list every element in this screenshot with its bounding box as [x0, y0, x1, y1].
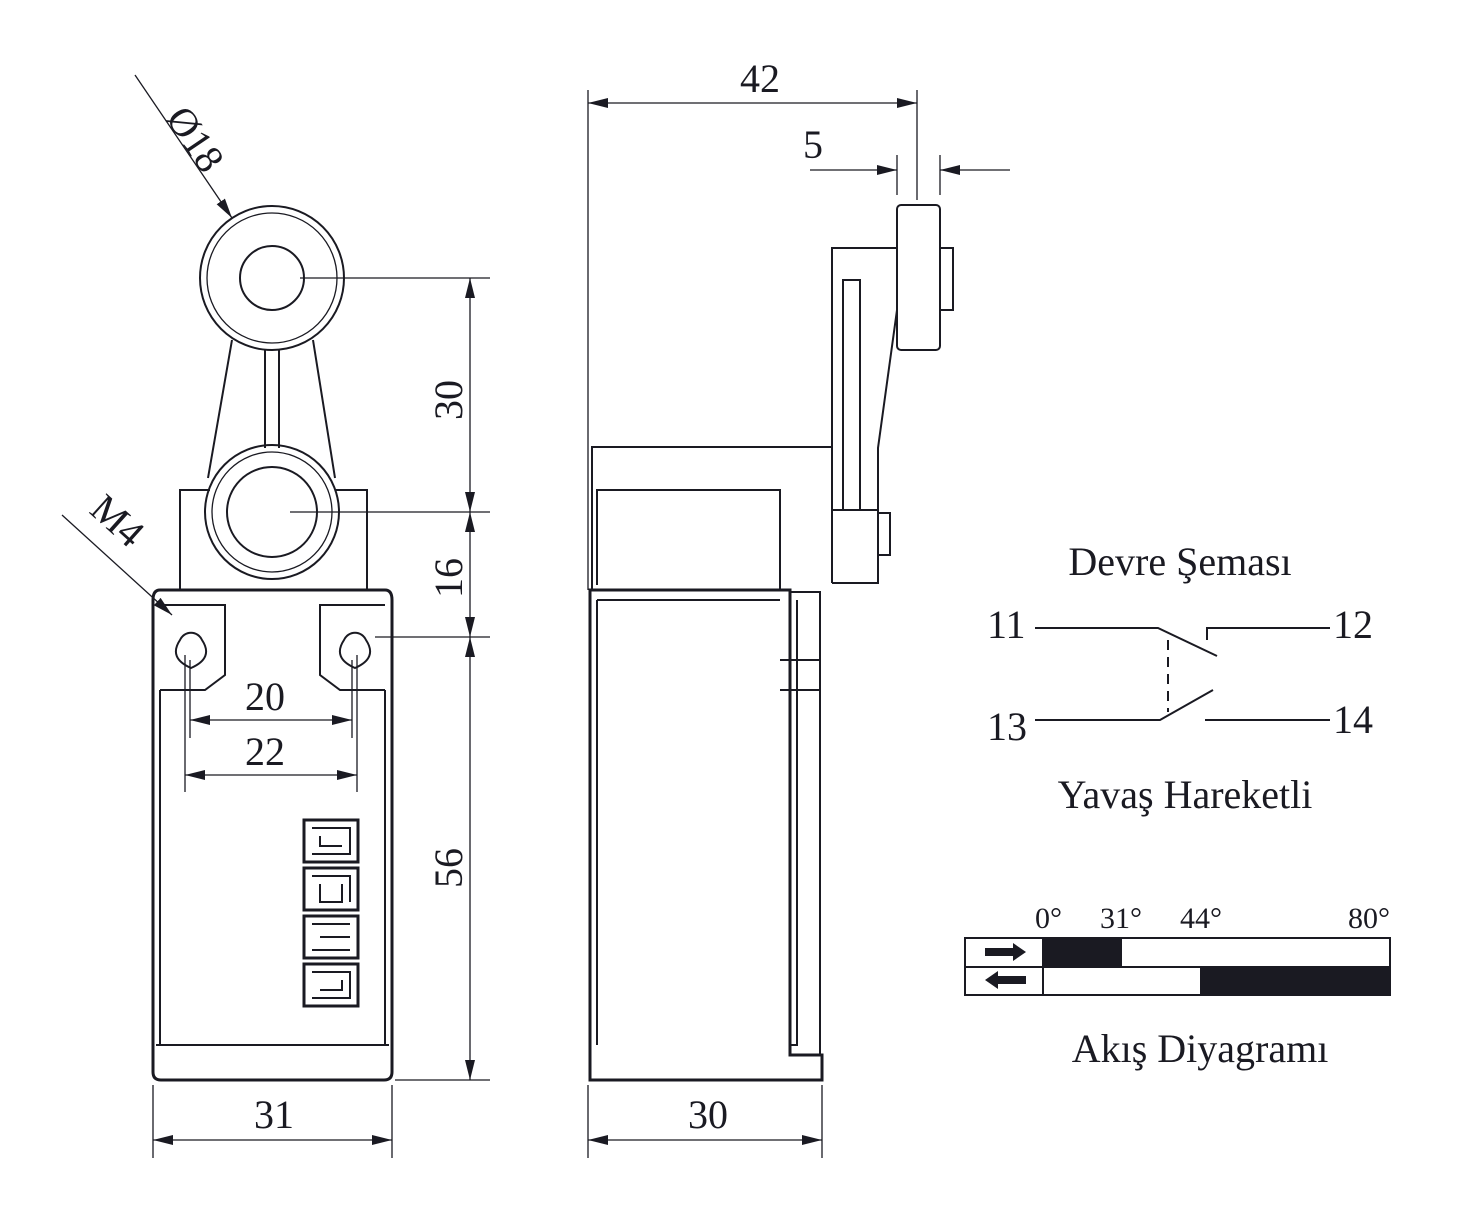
side-lever: [831, 247, 898, 584]
mount-hole-left: [174, 631, 208, 670]
terminal-14: 14: [1333, 697, 1373, 742]
mount-hole-right: [338, 631, 372, 670]
front-dimensions: [61, 74, 490, 1158]
front-view: Ø18 M4 30 16 56 20 22 31: [61, 74, 490, 1158]
dim-body-depth: 30: [688, 1092, 728, 1137]
dim-hole-inner: 20: [245, 674, 285, 719]
flow-diagram: 0° 31° 44° 80° Akış Diyagramı: [964, 902, 1391, 1071]
angle-label-80: 80°: [1348, 902, 1390, 935]
angle-label-0: 0°: [1035, 902, 1062, 935]
dim-body: 56: [426, 848, 471, 888]
side-dimensions: [587, 90, 1010, 1158]
forward-closed-band: [1043, 938, 1122, 967]
flow-title: Akış Diyagramı: [1072, 1026, 1329, 1071]
body-inner: [156, 690, 389, 1046]
dim-head: 16: [426, 558, 471, 598]
lever-arm: [207, 339, 336, 479]
head: [179, 489, 368, 590]
side-roller-hub: [939, 247, 954, 311]
body-outline: [151, 588, 394, 1082]
return-closed-band: [1200, 967, 1390, 995]
dim-roller-width: 5: [803, 122, 823, 167]
dim-arm: 30: [426, 380, 471, 420]
emas-logo: [302, 818, 360, 1008]
circuit-schema: Devre Şeması 11 12 13 14 Yavaş Hareketli: [987, 539, 1373, 817]
side-roller: [896, 204, 941, 351]
angle-label-44: 44°: [1180, 902, 1222, 935]
dim-thread: M4: [82, 485, 153, 556]
terminal-11: 11: [987, 602, 1026, 647]
side-view: 42 5 30: [587, 56, 1010, 1158]
side-head: [591, 446, 833, 590]
arrow-left-icon: [985, 971, 1026, 989]
contacts: [1035, 627, 1330, 721]
circuit-subtitle: Yavaş Hareketli: [1058, 772, 1313, 817]
terminal-13: 13: [987, 704, 1027, 749]
arrow-right-icon: [985, 943, 1026, 961]
dim-total-depth: 42: [740, 56, 780, 101]
side-body: [588, 588, 824, 1082]
terminal-12: 12: [1333, 602, 1373, 647]
dim-hole-outer: 22: [245, 729, 285, 774]
roller-hub: [239, 245, 305, 311]
dim-roller-diameter: Ø18: [158, 98, 234, 180]
angle-label-31: 31°: [1100, 902, 1142, 935]
side-plate: [596, 591, 821, 1055]
dim-width: 31: [254, 1092, 294, 1137]
circuit-title: Devre Şeması: [1068, 539, 1291, 584]
